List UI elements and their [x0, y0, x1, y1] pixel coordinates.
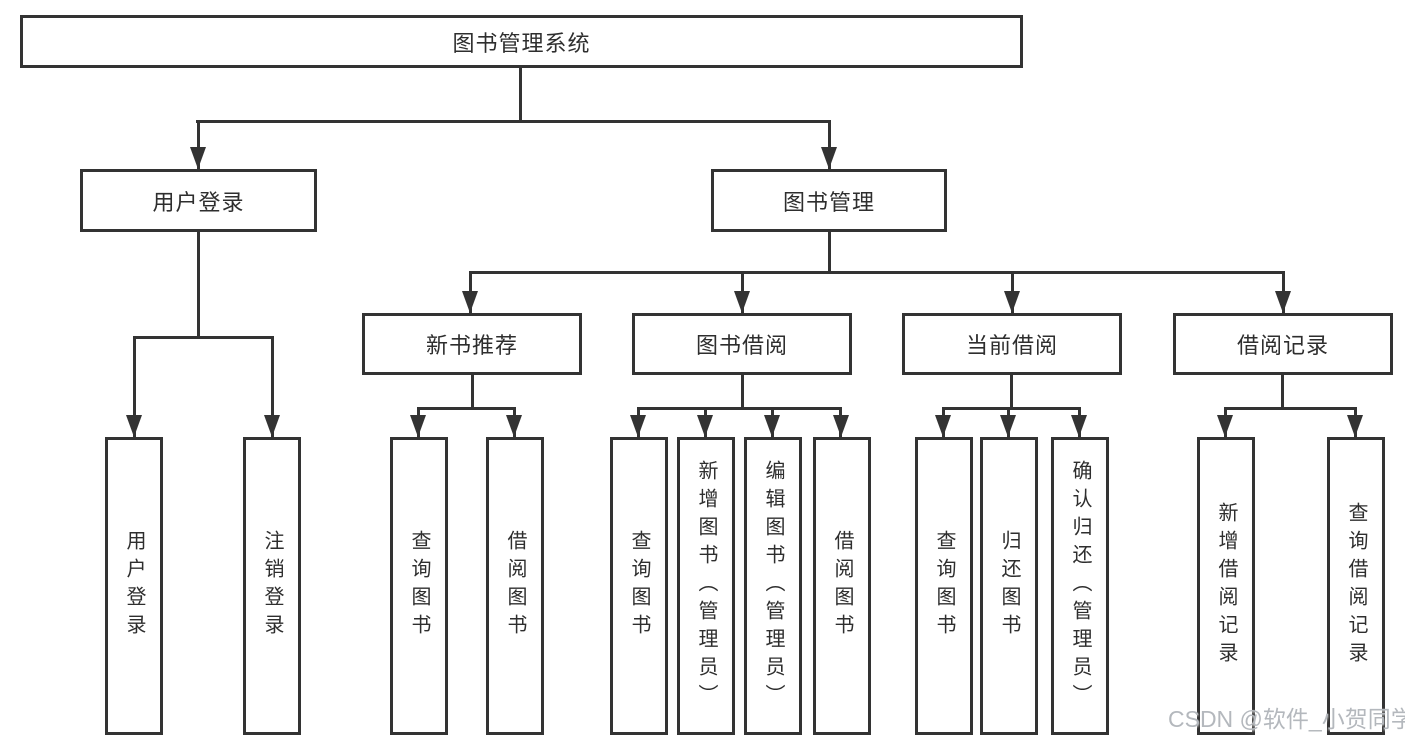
node-borrow-records-label: 借阅记录	[1236, 333, 1329, 358]
node-return-book-label: 归还图书	[998, 530, 1020, 642]
connector-vline	[519, 68, 522, 123]
node-query-books-recommend: 查询图书	[390, 437, 448, 735]
node-edit-book-admin: 编辑图书（管理员）	[744, 437, 802, 735]
arrowhead-down-icon	[734, 291, 750, 313]
node-query-books-borrow: 查询图书	[610, 437, 668, 735]
node-query-borrow-record-label: 查询借阅记录	[1345, 502, 1367, 670]
arrowhead-down-icon	[462, 291, 478, 313]
watermark: CSDN @软件_小贺同学	[1168, 706, 1405, 732]
connector-vline	[828, 232, 831, 274]
arrowhead-down-icon	[410, 415, 426, 437]
node-query-books-recommend-label: 查询图书	[408, 530, 430, 642]
arrowhead-down-icon	[630, 415, 646, 437]
node-book-management: 图书管理	[711, 169, 947, 232]
node-logout-label: 注销登录	[261, 530, 283, 642]
node-borrow-books-recommend: 借阅图书	[486, 437, 544, 735]
node-return-book: 归还图书	[980, 437, 1038, 735]
node-book-management-label: 图书管理	[782, 189, 875, 215]
node-edit-book-admin-label: 编辑图书（管理员）	[762, 460, 784, 712]
connector-hline	[196, 120, 831, 123]
node-current-borrow-label: 当前借阅	[965, 333, 1058, 358]
node-book-borrow-label: 图书借阅	[695, 333, 788, 358]
arrowhead-down-icon	[821, 147, 837, 169]
arrow-stem	[828, 120, 831, 169]
node-borrow-records: 借阅记录	[1173, 313, 1393, 375]
arrowhead-down-icon	[1004, 291, 1020, 313]
node-borrow-books-recommend-label: 借阅图书	[504, 530, 526, 642]
node-new-book-recommend-label: 新书推荐	[425, 333, 518, 358]
arrowhead-down-icon	[1347, 415, 1363, 437]
arrow-stem	[133, 336, 136, 437]
node-user-login: 用户登录	[80, 169, 317, 232]
arrowhead-down-icon	[1000, 415, 1016, 437]
node-book-borrow: 图书借阅	[632, 313, 852, 375]
node-new-book-recommend: 新书推荐	[362, 313, 582, 375]
node-add-book-admin: 新增图书（管理员）	[677, 437, 735, 735]
arrowhead-down-icon	[190, 147, 206, 169]
node-current-borrow: 当前借阅	[902, 313, 1122, 375]
connector-vline	[197, 232, 200, 339]
arrowhead-down-icon	[506, 415, 522, 437]
node-confirm-return-admin-label: 确认归还（管理员）	[1069, 460, 1091, 712]
node-query-books-current-label: 查询图书	[933, 530, 955, 642]
arrowhead-down-icon	[833, 415, 849, 437]
node-borrow-books-borrow: 借阅图书	[813, 437, 871, 735]
connector-hline	[637, 407, 842, 410]
arrowhead-down-icon	[935, 415, 951, 437]
node-borrow-books-borrow-label: 借阅图书	[831, 530, 853, 642]
connector-hline	[942, 407, 1081, 410]
node-user-login-label: 用户登录	[152, 189, 245, 215]
connector-hline	[469, 271, 1285, 274]
connector-vline	[471, 375, 474, 410]
arrow-stem	[271, 336, 274, 437]
node-user-login-leaf-label: 用户登录	[123, 530, 145, 642]
connector-vline	[741, 375, 744, 410]
node-root-label: 图书管理系统	[452, 30, 591, 56]
node-query-borrow-record: 查询借阅记录	[1327, 437, 1385, 735]
connector-vline	[1281, 375, 1284, 410]
connector-vline	[1010, 375, 1013, 410]
arrow-stem	[197, 120, 200, 169]
node-user-login-leaf: 用户登录	[105, 437, 163, 735]
node-logout: 注销登录	[243, 437, 301, 735]
node-query-books-borrow-label: 查询图书	[628, 530, 650, 642]
node-add-borrow-record-label: 新增借阅记录	[1215, 502, 1237, 670]
node-confirm-return-admin: 确认归还（管理员）	[1051, 437, 1109, 735]
arrowhead-down-icon	[126, 415, 142, 437]
arrowhead-down-icon	[697, 415, 713, 437]
arrowhead-down-icon	[764, 415, 780, 437]
arrowhead-down-icon	[264, 415, 280, 437]
node-root: 图书管理系统	[20, 15, 1023, 68]
node-add-book-admin-label: 新增图书（管理员）	[695, 460, 717, 712]
connector-hline	[417, 407, 516, 410]
arrowhead-down-icon	[1217, 415, 1233, 437]
node-add-borrow-record: 新增借阅记录	[1197, 437, 1255, 735]
arrowhead-down-icon	[1071, 415, 1087, 437]
connector-hline	[1224, 407, 1357, 410]
arrowhead-down-icon	[1275, 291, 1291, 313]
connector-hline	[133, 336, 274, 339]
node-query-books-current: 查询图书	[915, 437, 973, 735]
